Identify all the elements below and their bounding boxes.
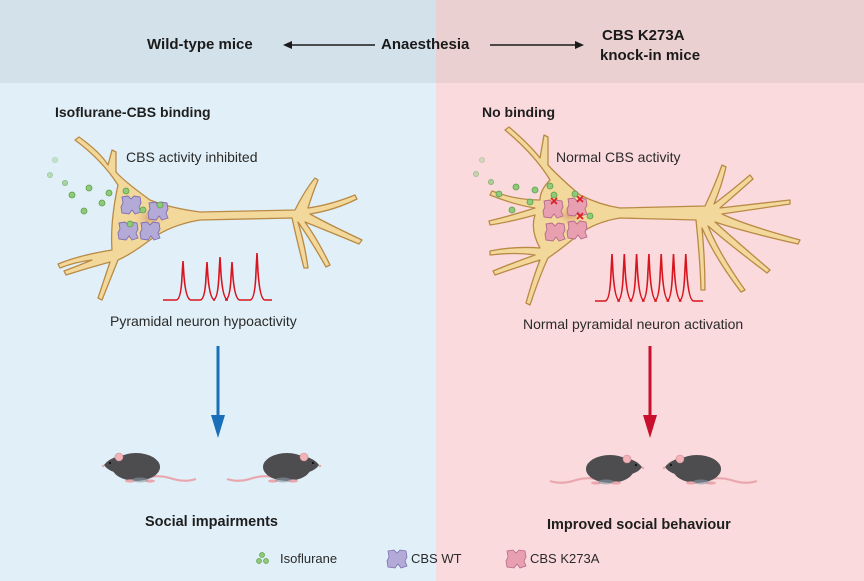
legend-isoflurane-label: Isoflurane xyxy=(280,551,338,566)
right-isoflurane-molecules xyxy=(472,156,594,220)
left-isoflurane-molecules xyxy=(47,156,164,228)
spike-trace-path xyxy=(163,252,272,301)
right-neuron-caption: Normal pyramidal neuron activation xyxy=(523,316,744,332)
left-mouse-2 xyxy=(225,451,323,484)
right-mouse-1 xyxy=(548,453,646,486)
anaesthesia-label: Anaesthesia xyxy=(381,36,470,53)
right-panel-title: No binding xyxy=(482,104,556,120)
left-neuron-caption: Pyramidal neuron hypoactivity xyxy=(110,313,297,329)
right-activity-caption: Normal CBS activity xyxy=(556,149,681,165)
right-down-arrow xyxy=(643,346,657,438)
cbs-k273a-icon xyxy=(505,549,527,569)
spike-trace-path xyxy=(595,253,703,302)
left-mouse-1 xyxy=(100,451,198,484)
legend-cbs-wt-label: CBS WT xyxy=(411,551,462,566)
knock-in-label-line2: knock-in mice xyxy=(600,47,701,64)
isoflurane-dots-icon xyxy=(256,552,269,564)
anaesthesia-arrows xyxy=(283,41,584,49)
left-neuron xyxy=(57,136,363,301)
right-neuron xyxy=(488,126,801,306)
left-spike-trace xyxy=(163,252,272,301)
cbs-wt-icon xyxy=(386,549,408,569)
right-spike-trace xyxy=(595,253,703,302)
knock-in-panel xyxy=(436,0,864,581)
no-binding-x-marks xyxy=(550,195,584,220)
knock-in-label-line1: CBS K273A xyxy=(602,27,685,44)
right-outcome: Improved social behaviour xyxy=(547,517,731,533)
left-down-arrow xyxy=(211,346,225,438)
left-outcome: Social impairments xyxy=(145,514,278,530)
left-activity-caption: CBS activity inhibited xyxy=(126,149,258,165)
header-right-band xyxy=(436,0,864,83)
right-mouse-2 xyxy=(661,453,759,486)
header-left-band xyxy=(0,0,436,83)
wild-type-label: Wild-type mice xyxy=(147,36,253,53)
legend-cbs-k273a-label: CBS K273A xyxy=(530,551,600,566)
left-panel-title: Isoflurane-CBS binding xyxy=(55,104,211,120)
